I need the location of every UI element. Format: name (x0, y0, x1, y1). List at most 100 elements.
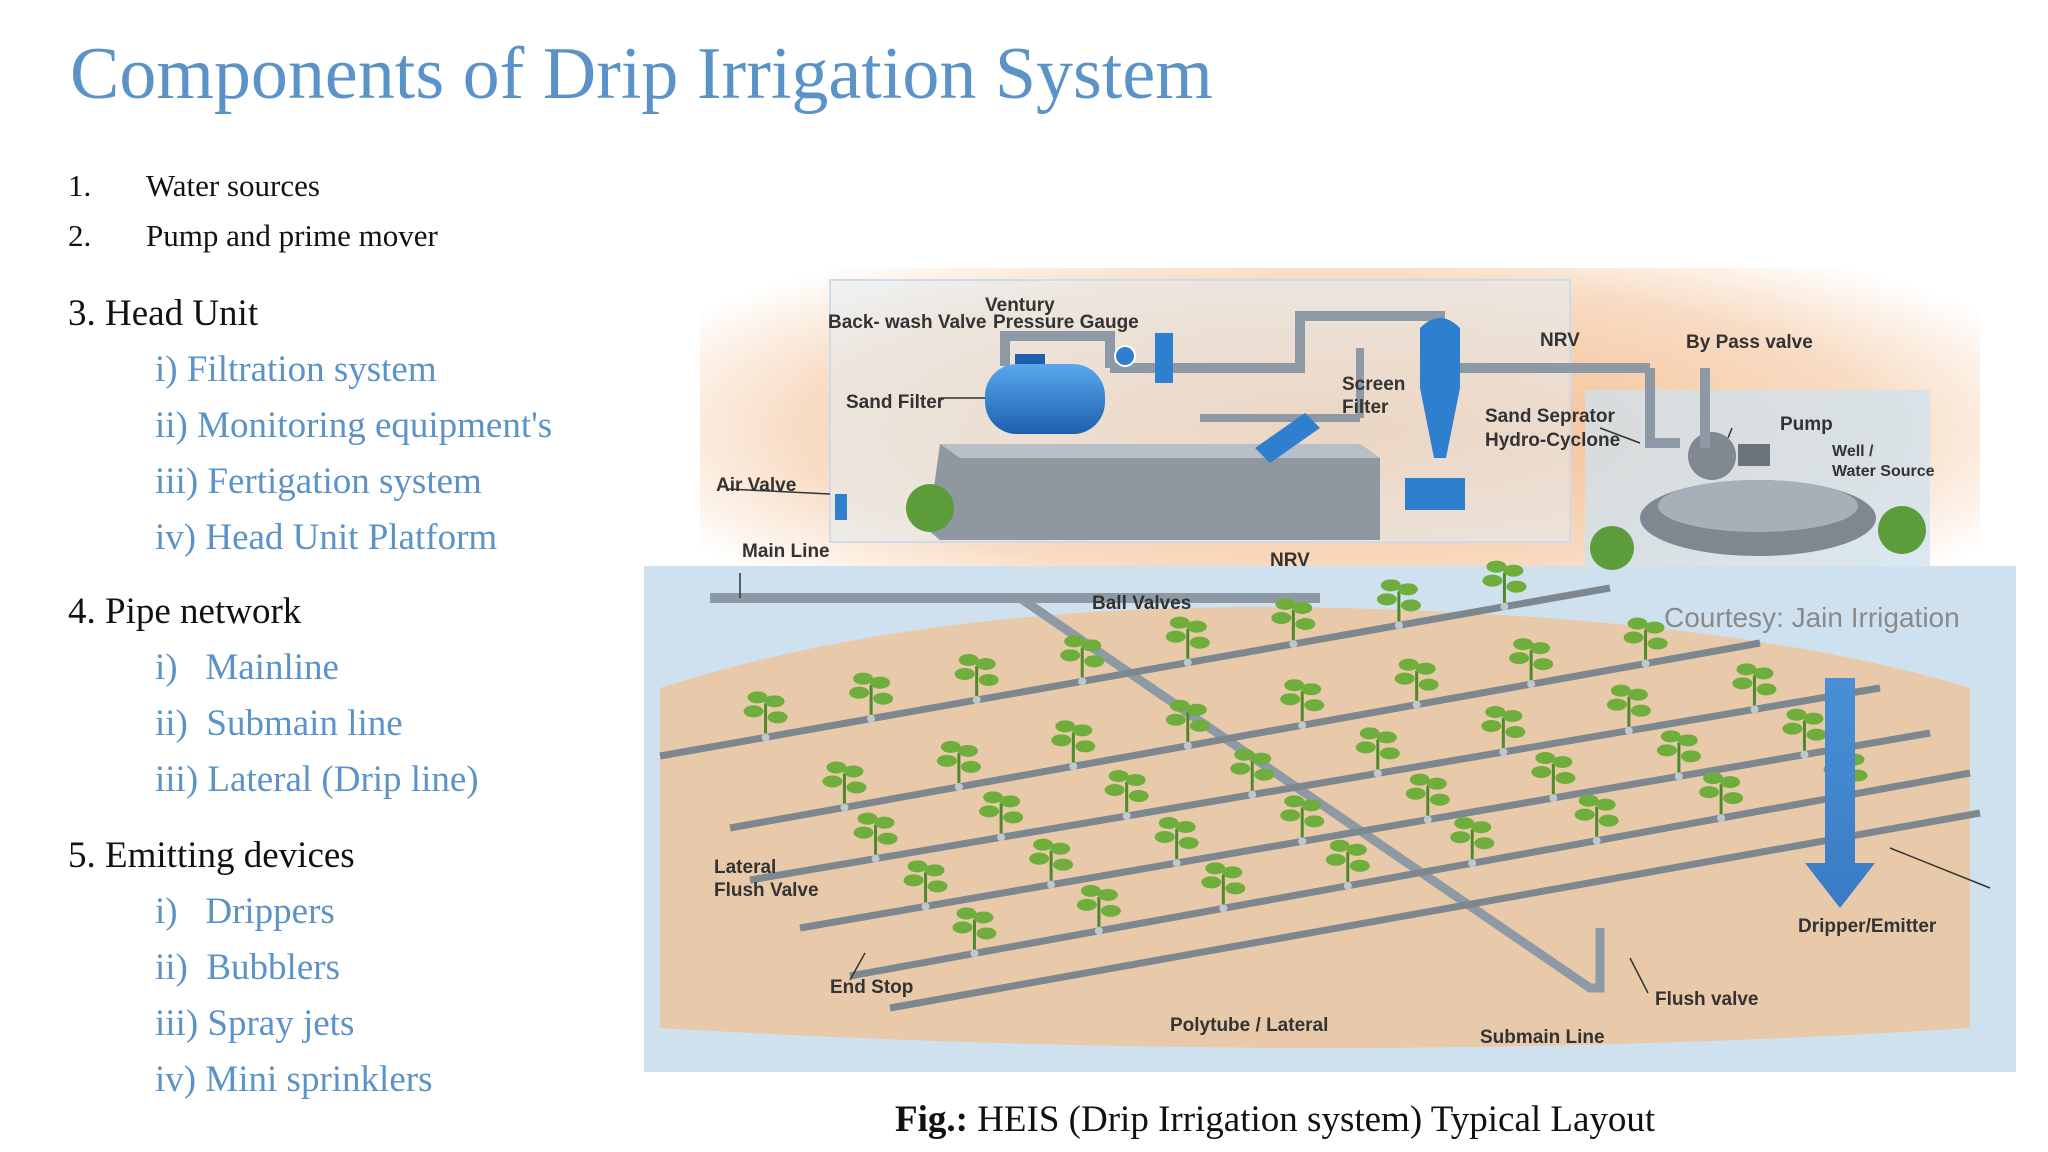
plant (1104, 770, 1149, 820)
pump (1688, 432, 1736, 480)
caption-text: HEIS (Drip Irrigation system) Typical La… (967, 1099, 1656, 1140)
label-venturi: Ventury (985, 295, 1055, 316)
sub-item: ii) Submain line (155, 703, 403, 744)
sub-item: i) Mainline (155, 647, 339, 688)
plant (1154, 817, 1199, 867)
plant (1699, 772, 1744, 823)
label-pump: Pump (1780, 414, 1833, 435)
plant (1606, 684, 1651, 735)
label-sand-separator: Hydro-Cyclone (1485, 430, 1620, 451)
venturi (1155, 333, 1173, 383)
plant (952, 907, 997, 958)
plant (1509, 638, 1554, 689)
plant (1271, 598, 1316, 648)
sub-item: iii) Spray jets (155, 1003, 355, 1044)
label-lateral-flush-valve: Lateral (714, 857, 776, 878)
label-ball-valves: Ball Valves (1092, 593, 1191, 614)
screen-filter (1255, 413, 1320, 463)
label-well: Well / (1832, 443, 1874, 460)
pipe (1000, 331, 1115, 368)
label-main-line: Main Line (742, 541, 830, 562)
plant (1450, 817, 1495, 868)
plant (1280, 795, 1325, 846)
plant (1060, 635, 1105, 686)
plants (743, 560, 1868, 958)
label-screen-filter: Filter (1342, 397, 1389, 418)
sub-item: i) Drippers (155, 891, 335, 932)
slide-title: Components of Drip Irrigation System (70, 33, 1213, 115)
plant (853, 812, 898, 863)
figure-caption: Fig.: HEIS (Drip Irrigation system) Typi… (895, 1098, 1655, 1141)
list-text: Pump and prime mover (146, 218, 438, 253)
plant (954, 654, 999, 704)
drip-irrigation-diagram: Ventury Back- wash Valve Pressure Gauge … (640, 268, 2018, 1074)
label-screen-filter: Screen (1342, 374, 1405, 395)
label-sand-filter: Sand Filter (846, 392, 945, 413)
plant (1732, 663, 1777, 714)
plant (1405, 773, 1450, 824)
caption-prefix: Fig.: (895, 1099, 968, 1140)
plant (1782, 708, 1827, 759)
pipe (1645, 368, 1680, 448)
label-sand-separator: Sand Seprator (1485, 406, 1615, 427)
pipe (1110, 311, 1650, 373)
plant (1201, 862, 1246, 913)
sub-item: iv) Mini sprinklers (155, 1059, 433, 1100)
section-heading-pipe-network: 4. Pipe network (68, 591, 302, 632)
plant (1394, 658, 1439, 709)
sub-item: iii) Lateral (Drip line) (155, 759, 479, 800)
section-heading-emitting-devices: 5. Emitting devices (68, 835, 355, 876)
plant (849, 672, 894, 723)
bush (1878, 506, 1926, 554)
plant (1325, 839, 1370, 890)
label-end-stop: End Stop (830, 977, 913, 998)
plant (1482, 560, 1527, 611)
plant (1280, 679, 1325, 730)
plant (1656, 730, 1701, 781)
plant (743, 691, 788, 742)
plant (1376, 579, 1421, 630)
air-valve (835, 494, 847, 520)
plant (822, 761, 867, 812)
label-lateral-flush-valve: Flush Valve (714, 880, 819, 901)
label-well: Water Source (1832, 463, 1935, 480)
leader-lines (727, 397, 1991, 994)
plant (936, 740, 981, 791)
plant (1029, 838, 1074, 889)
bush (906, 484, 954, 532)
submain-line (1017, 594, 1605, 993)
plant (1165, 699, 1210, 750)
plant (979, 791, 1024, 842)
plant (903, 860, 948, 911)
sub-item: ii) Monitoring equipment's (155, 405, 553, 446)
sub-item: iii) Fertigation system (155, 461, 482, 502)
label-dripper-emitter: Dripper/Emitter (1798, 916, 1937, 937)
courtesy-text: Courtesy: Jain Irrigation (1664, 602, 1960, 633)
label-backwash-valve: Back- wash Valve (828, 312, 986, 333)
plant (1165, 616, 1210, 667)
plant (1076, 884, 1121, 935)
bush (1590, 526, 1634, 570)
list-number: 2. (68, 218, 92, 253)
pressure-gauge (1114, 345, 1136, 367)
label-submain-line: Submain Line (1480, 1027, 1605, 1048)
label-nrv-top: NRV (1540, 330, 1580, 351)
label-air-valve: Air Valve (716, 475, 796, 496)
label-polytube-lateral: Polytube / Lateral (1170, 1015, 1328, 1036)
label-bypass-valve: By Pass valve (1686, 332, 1813, 353)
hydro-cyclone (1420, 318, 1460, 458)
plant (1355, 727, 1400, 778)
platform (928, 444, 1380, 540)
label-pressure-gauge: Pressure Gauge (993, 312, 1139, 333)
label-nrv-bottom: NRV (1270, 550, 1310, 571)
list-number: 1. (68, 168, 92, 203)
sub-item: ii) Bubblers (155, 947, 340, 988)
plant (1230, 748, 1275, 799)
plant (1481, 706, 1526, 756)
section-heading-head-unit: 3. Head Unit (68, 293, 259, 334)
sub-item: i) Filtration system (155, 349, 437, 390)
sub-item: iv) Head Unit Platform (155, 517, 498, 558)
sand-filter (985, 364, 1105, 434)
flow-arrow (1805, 678, 1875, 908)
label-flush-valve: Flush valve (1655, 989, 1759, 1010)
